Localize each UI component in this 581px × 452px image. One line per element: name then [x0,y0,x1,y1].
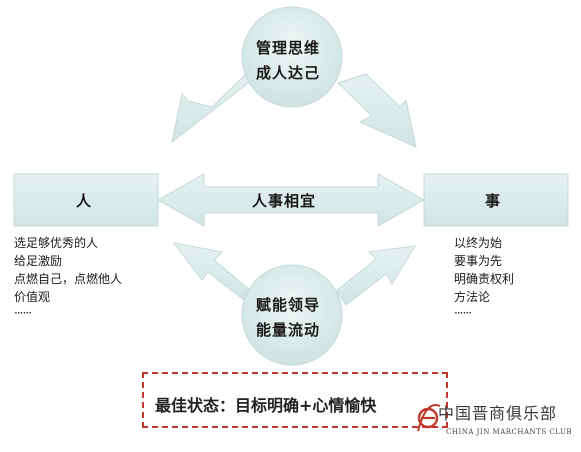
right-box-shape [423,173,569,227]
arrow-bottom-left [172,242,251,301]
right-box-label: 事 [485,192,502,210]
left-box-shape [13,173,159,227]
center-arrow-label: 人事相宜 [252,192,317,210]
top-circle-shape [241,6,343,108]
bottom-circle-shape [241,264,343,366]
right-list-item: ······ [454,306,472,320]
left-list-item: 给足激励 [14,254,63,268]
left-box-label: 人 [76,192,93,210]
best-state-box [142,372,448,428]
bottom-circle-line2: 能量流动 [256,321,321,339]
watermark-cn: 中国晋商俱乐部 [438,404,558,423]
left-list-item: 选足够优秀的人 [14,236,99,250]
arrow-top-left [171,73,253,144]
left-list-item: 点燃自己，点燃他人 [14,272,123,286]
arrow-bottom-right [335,245,416,306]
right-list-item: 以终为始 [454,236,503,250]
top-circle-line2: 成人达己 [256,64,321,82]
left-list-item: 价值观 [14,290,51,304]
right-list-item: 方法论 [454,290,491,304]
left-list-item: ······ [14,306,32,320]
best-state-text: 最佳状态：目标明确+心情愉快 [155,396,377,415]
bottom-circle-line1: 赋能领导 [256,296,321,314]
right-list-item: 要事为先 [454,254,503,268]
top-circle-line1: 管理思维 [256,39,321,57]
arrow-top-right [337,73,417,148]
watermark-en: CHINA JIN MARCHANTS CLUB [446,428,573,436]
right-list-item: 明确责权利 [454,272,515,286]
